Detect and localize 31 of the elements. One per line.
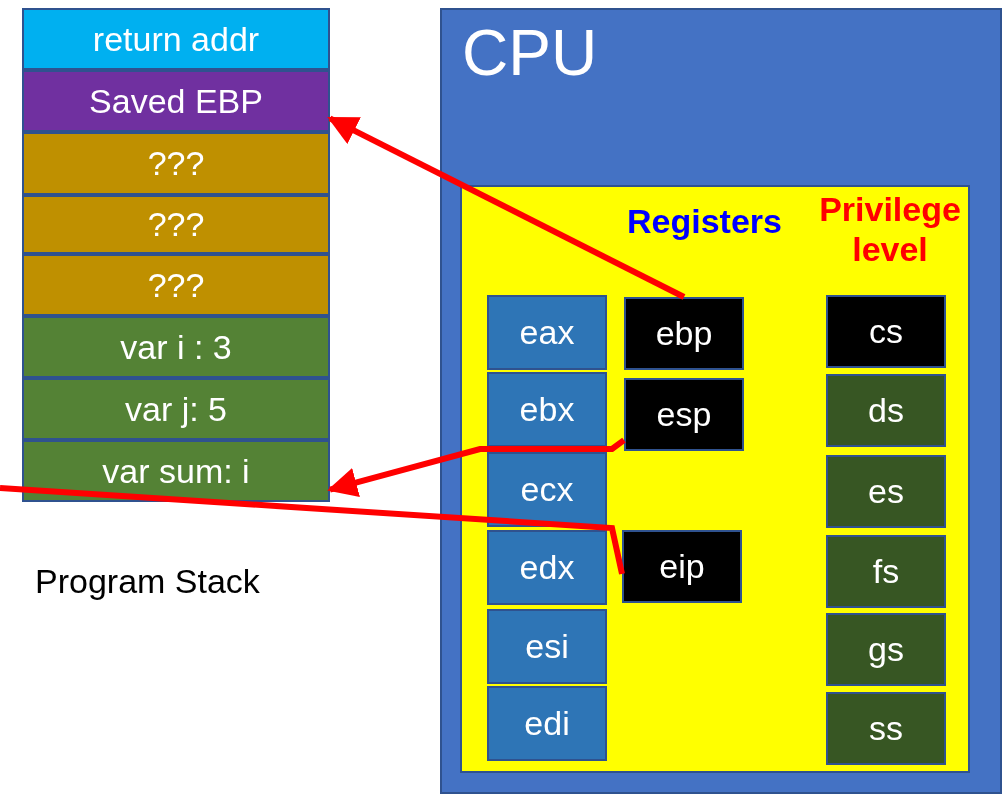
- register-box: ss: [826, 692, 946, 765]
- stack-caption: Program Stack: [35, 562, 260, 601]
- stack-slot: ???: [22, 132, 330, 195]
- arrow: [327, 115, 686, 300]
- register-box: ebx: [487, 372, 607, 447]
- register-box: edi: [487, 686, 607, 761]
- register-box: cs: [826, 295, 946, 368]
- register-box: eax: [487, 295, 607, 370]
- register-box: edx: [487, 530, 607, 605]
- register-box: gs: [826, 613, 946, 686]
- register-box: ds: [826, 374, 946, 447]
- stack-slot: return addr: [22, 8, 330, 70]
- register-box: es: [826, 455, 946, 528]
- panel-title: CPU: [462, 16, 598, 90]
- stack-slot: var i : 3: [22, 316, 330, 378]
- register-panel: [460, 185, 970, 773]
- stack-slot: ???: [22, 254, 330, 316]
- section-heading: Registers: [627, 201, 783, 241]
- register-box: ebp: [624, 297, 744, 370]
- cpu-panel: [440, 8, 1002, 794]
- register-box: fs: [826, 535, 946, 608]
- stack-slot: Saved EBP: [22, 70, 330, 132]
- register-box: eip: [622, 530, 742, 603]
- stack-slot: ???: [22, 195, 330, 254]
- stack-slot: var j: 5: [22, 378, 330, 440]
- section-heading: Privilege level: [818, 189, 962, 269]
- register-box: esi: [487, 609, 607, 684]
- register-box: esp: [624, 378, 744, 451]
- stack-slot: var sum: i: [22, 440, 330, 502]
- arrow: [327, 437, 626, 497]
- register-box: ecx: [487, 452, 607, 527]
